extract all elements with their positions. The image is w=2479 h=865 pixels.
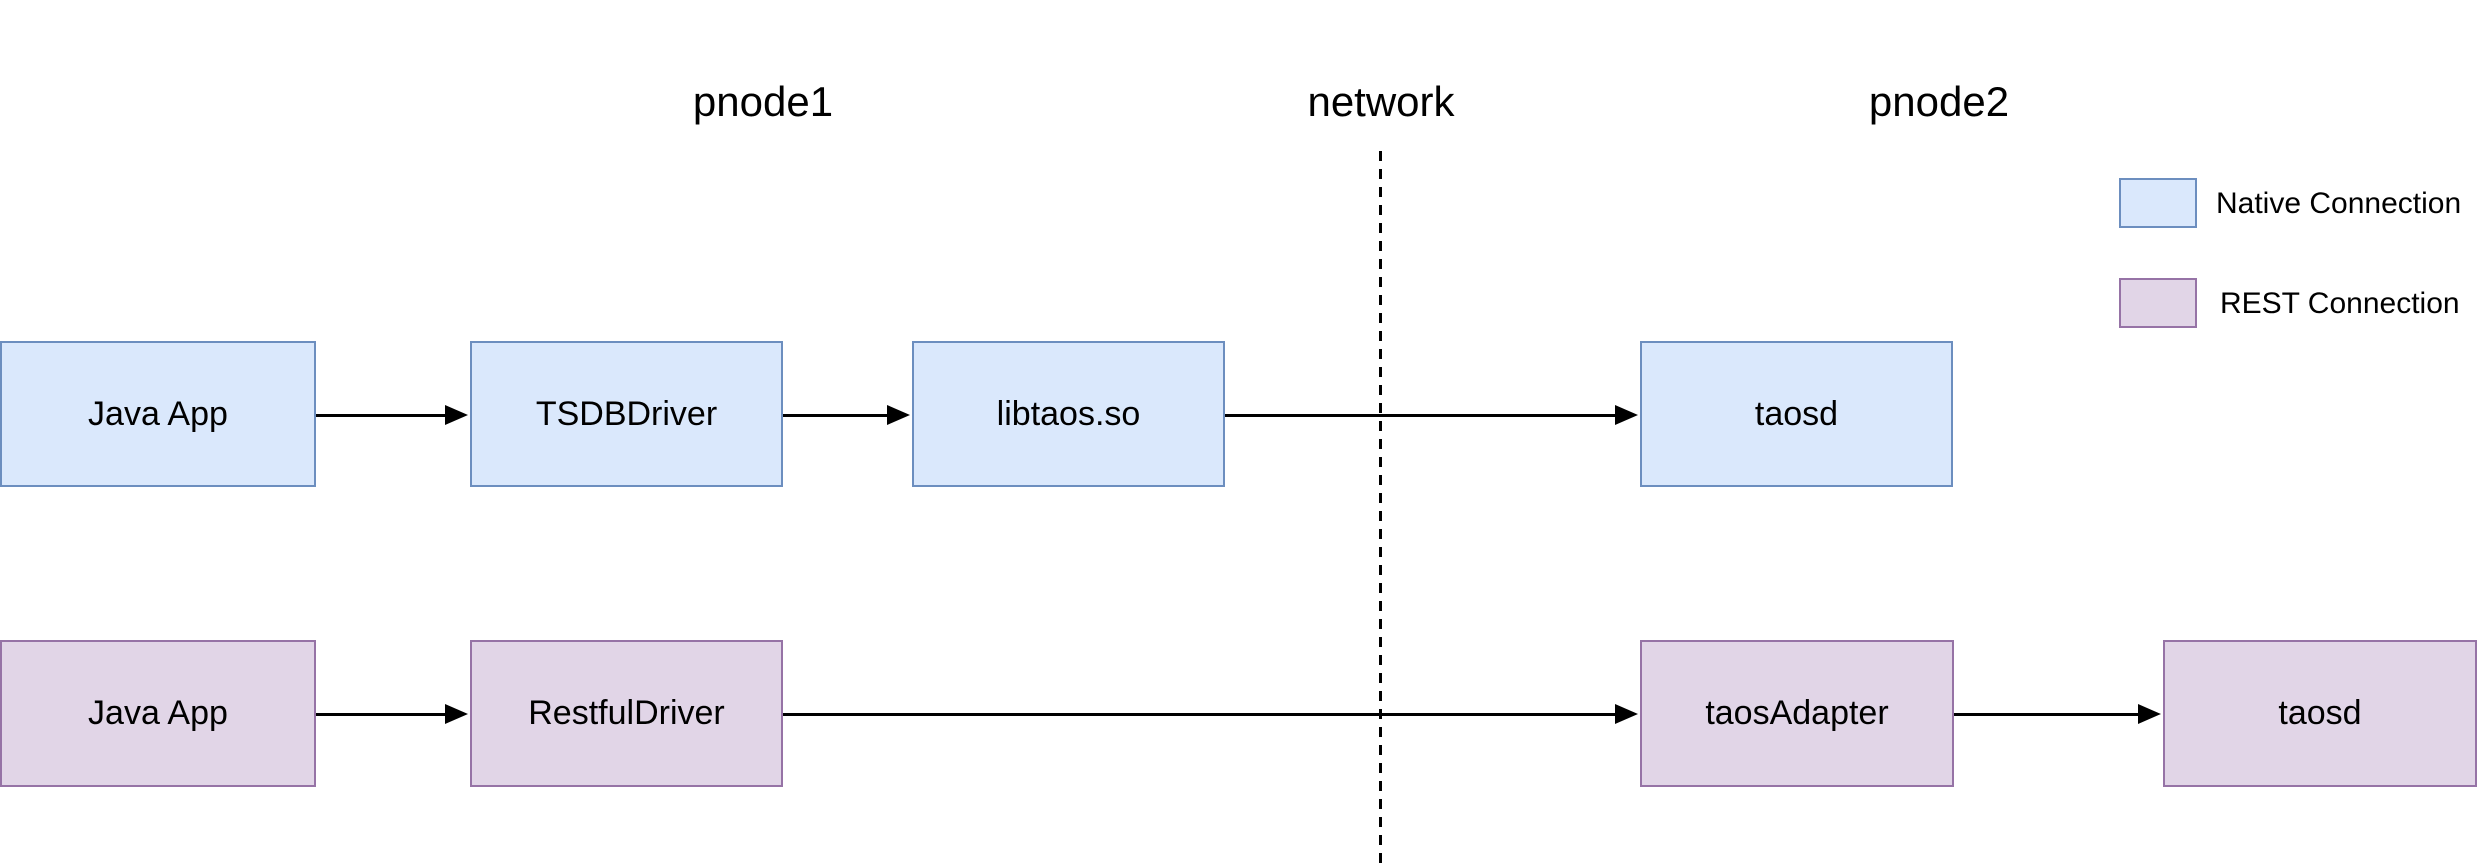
node-taosadapter: taosAdapter	[1640, 640, 1954, 787]
node-taosd-native: taosd	[1640, 341, 1953, 487]
legend-label-rest-connection: REST Connection	[2220, 287, 2460, 320]
node-libtaos-so: libtaos.so	[912, 341, 1225, 487]
node-java-app-rest: Java App	[0, 640, 316, 787]
arrow-shaft	[783, 712, 1622, 716]
arrow-shaft	[316, 712, 452, 716]
arrow-head-icon	[445, 704, 468, 724]
arrow-libtaos-to-taosd	[1225, 405, 1638, 425]
arrow-shaft	[783, 413, 894, 417]
arrow-restfuldriver-to-taosadapter	[783, 704, 1638, 724]
arrow-head-icon	[2138, 704, 2161, 724]
arrow-shaft	[316, 413, 452, 417]
network-boundary-dashed-line	[1379, 151, 1382, 863]
legend-swatch-rest-connection	[2119, 278, 2197, 328]
legend-label-native-connection: Native Connection	[2216, 187, 2462, 220]
arrow-taosadapter-to-taosd	[1954, 704, 2161, 724]
arrow-head-icon	[445, 405, 468, 425]
zone-title-network: network	[1307, 78, 1455, 125]
node-tsdbdriver: TSDBDriver	[470, 341, 783, 487]
arrow-javaapp-to-restfuldriver	[316, 704, 468, 724]
arrow-shaft	[1225, 413, 1622, 417]
zone-title-pnode2: pnode2	[1868, 78, 2010, 125]
node-taosd-rest: taosd	[2163, 640, 2477, 787]
arrow-javaapp-to-tsdbdriver	[316, 405, 468, 425]
arrow-head-icon	[887, 405, 910, 425]
zone-title-pnode1: pnode1	[692, 78, 834, 125]
legend-swatch-native-connection	[2119, 178, 2197, 228]
node-java-app-native: Java App	[0, 341, 316, 487]
arrow-shaft	[1954, 712, 2145, 716]
arrow-head-icon	[1615, 704, 1638, 724]
node-restfuldriver: RestfulDriver	[470, 640, 783, 787]
arrow-tsdbdriver-to-libtaos	[783, 405, 910, 425]
arrow-head-icon	[1615, 405, 1638, 425]
